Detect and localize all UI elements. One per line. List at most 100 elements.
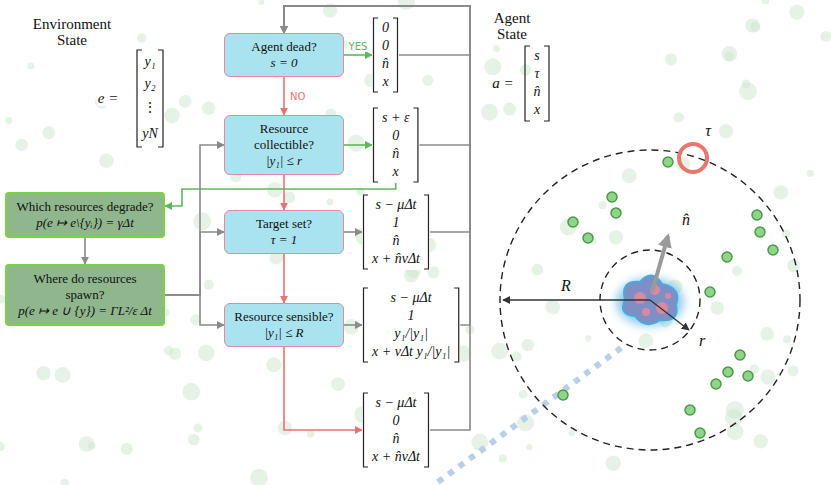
state-vector: 00n̂x [372, 17, 399, 93]
background-dot [665, 53, 677, 65]
background-dot [404, 268, 419, 283]
bracket [525, 46, 530, 121]
vector-entry: 1 [372, 214, 420, 232]
background-dot [258, 0, 264, 5]
background-dot [710, 301, 724, 315]
background-dot [673, 112, 683, 122]
illustration-label: r [698, 332, 706, 350]
background-dot [499, 455, 507, 463]
bracket [374, 108, 379, 182]
vector-entry: 0 [382, 127, 409, 145]
state-vector: s − μΔt1y₁/|y₁|x + vΔt y₁/|y₁| [362, 287, 460, 363]
background-dot [347, 134, 364, 151]
decision-box: Resource sensible?|y₁| ≤ R [224, 303, 344, 347]
matrix-entry: ⋮ [142, 100, 158, 115]
background-dot [545, 300, 560, 315]
flow-arrow [165, 145, 224, 295]
background-dot [267, 182, 283, 198]
flow-arrow [284, 347, 362, 430]
sensing-radius-arrow [503, 299, 650, 300]
resource [723, 367, 733, 377]
flow-arrow [344, 144, 372, 146]
background-dot [99, 153, 114, 168]
sensing-radius [500, 150, 800, 450]
box-formula: |y₁| ≤ R [231, 325, 337, 341]
box-formula: s = 0 [231, 55, 337, 71]
state-heading: Environment State [21, 16, 123, 49]
vector-entry: 0 [382, 19, 389, 37]
state-vector: s + ε0n̂x [372, 107, 419, 183]
vector-entry: n̂ [382, 55, 389, 73]
background-dot [481, 104, 498, 121]
matrix-entry: y₂ [143, 76, 156, 91]
environment-box: Which resources degrade?p(e ↦ e\{yᵢ}) = … [5, 192, 165, 238]
vector-entry: n̂ [372, 232, 420, 250]
bracket [424, 195, 429, 269]
background-dot [193, 423, 202, 432]
environment-box: Where do resources spawn?p(e ↦ e ∪ {y}) … [5, 264, 165, 326]
background-dot [179, 95, 192, 108]
vector-entry: 0 [372, 412, 420, 430]
background-dot [398, 0, 415, 10]
background-dot [719, 124, 733, 138]
flow-arrow [344, 231, 362, 233]
bracket [364, 195, 369, 269]
resource [611, 208, 621, 218]
illustration-label: n̂ [681, 211, 691, 229]
background-dot [491, 343, 508, 360]
matrix-entry: yN [141, 126, 159, 141]
box-heading: Which resources degrade? [13, 199, 157, 215]
background-dot [732, 266, 742, 276]
background-dot [787, 259, 800, 272]
resource [743, 371, 753, 381]
resource [558, 390, 568, 400]
background-dot [609, 230, 623, 244]
background-dot [783, 335, 791, 343]
background-dot [198, 345, 215, 362]
bracket [424, 393, 429, 467]
heading-arrow [652, 236, 668, 292]
background-dot [606, 456, 621, 471]
background-dot [585, 335, 592, 342]
background-dot [789, 5, 804, 20]
collect-radius-arrow [650, 300, 689, 330]
bracket [393, 18, 398, 92]
target-resource [679, 144, 707, 172]
background-dot [760, 369, 775, 384]
background-dot [344, 319, 359, 334]
background-dot [164, 346, 173, 355]
dotted-trail [438, 345, 625, 482]
matrix-entry: y₁ [143, 54, 156, 69]
box-heading: Agent dead? [231, 39, 337, 55]
box-formula: p(e ↦ e ∪ {y}) = ΓL²/ε Δt [13, 303, 157, 319]
background-dot [422, 75, 433, 86]
background-dot [760, 327, 774, 341]
background-dot [204, 280, 214, 290]
state-heading: Agent State [481, 10, 543, 43]
background-dot [0, 442, 5, 451]
decision-box: Target set?τ = 1 [224, 210, 344, 254]
resource [695, 428, 705, 438]
box-heading: Resource collectible? [231, 121, 337, 153]
bracket [413, 108, 418, 182]
background-dot [202, 101, 215, 114]
bracket [374, 18, 379, 92]
vector-entry: s + ε [382, 109, 409, 127]
vector-entry: 1 [372, 307, 450, 325]
resource [735, 350, 745, 360]
flow-arrow [344, 324, 362, 326]
background-dot [283, 191, 295, 203]
vector-entry: x + n̂vΔt [372, 448, 420, 466]
background-dot [493, 45, 500, 52]
background-dot [522, 339, 534, 351]
background-dot [503, 103, 516, 116]
background-dot [598, 201, 606, 209]
flow-arrow [165, 295, 224, 325]
agent-cell [634, 292, 646, 304]
bracket [364, 393, 369, 467]
matrix-entry: a = [491, 75, 514, 92]
vector-entry: x [382, 73, 389, 91]
matrix-entry: s [533, 48, 540, 63]
